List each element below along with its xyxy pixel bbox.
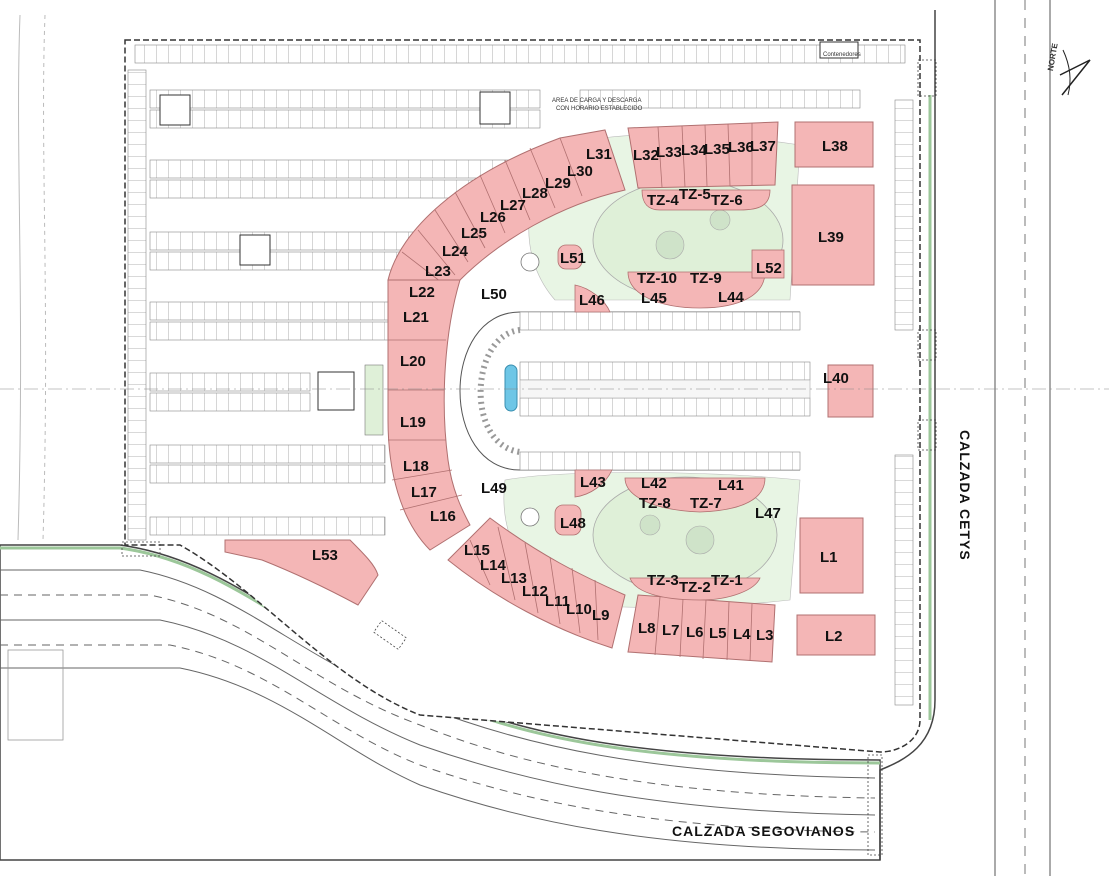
kiosk-label: TZ-4 [647, 192, 679, 209]
central-parking-loop [459, 311, 811, 471]
kiosk-label: TZ-7 [690, 495, 722, 512]
unit-label: L34 [681, 142, 708, 159]
east-road [879, 0, 1051, 876]
kiosk-label: TZ-2 [679, 579, 711, 596]
anchor-units [224, 121, 876, 656]
containers-label: Contenedores [823, 52, 861, 58]
unit-label: L19 [400, 414, 426, 431]
parking-west [127, 41, 914, 706]
kiosk-label: L46 [579, 292, 605, 309]
loading-area-sublabel: CON HORARIO ESTABLECIDO [556, 106, 643, 112]
unit-label: L2 [825, 628, 843, 645]
unit-label: L13 [501, 570, 527, 587]
kiosk-label: TZ-1 [711, 572, 743, 589]
unit-label: L31 [586, 146, 612, 163]
kiosk-label: TZ-5 [679, 186, 711, 203]
unit-label: L12 [522, 583, 548, 600]
unit-label: L9 [592, 607, 610, 624]
kiosk-label: L51 [560, 250, 586, 267]
unit-label: L37 [750, 138, 776, 155]
retail-south-arc [447, 517, 626, 649]
unit-label: L20 [400, 353, 426, 370]
unit-label: L21 [403, 309, 429, 326]
unit-label: L18 [403, 458, 429, 475]
kiosk-label: L45 [641, 290, 667, 307]
retail-top-row [627, 121, 779, 189]
unit-label: L23 [425, 263, 451, 280]
plaza-kiosks [554, 189, 785, 601]
unit-label: L35 [704, 141, 730, 158]
north-label: NORTE [1046, 42, 1060, 72]
street-calzada-cetys: CALZADA CETYS [957, 430, 973, 561]
unit-label: L39 [818, 229, 844, 246]
kiosk-label: L44 [718, 289, 745, 306]
unit-label: L14 [480, 557, 507, 574]
unit-label: L7 [662, 622, 680, 639]
kiosk-label: L49 [481, 480, 507, 497]
unit-label: L28 [522, 185, 548, 202]
unit-label: L16 [430, 508, 456, 525]
unit-label: L5 [709, 625, 727, 642]
unit-label: L38 [822, 138, 848, 155]
unit-label: L26 [480, 209, 506, 226]
kiosk-label: L50 [481, 286, 507, 303]
retail-bottom-row [627, 594, 776, 663]
west-strip [7, 14, 64, 741]
street-calzada-segovianos: CALZADA SEGOVIANOS [672, 823, 855, 839]
unit-label: L22 [409, 284, 435, 301]
unit-label: L33 [656, 144, 682, 161]
kiosk-label: TZ-6 [711, 192, 743, 209]
retail-west [387, 279, 471, 551]
unit-label: L4 [733, 626, 751, 643]
unit-label: L40 [823, 370, 849, 387]
unit-label: L1 [820, 549, 838, 566]
kiosk-label: TZ-10 [637, 270, 677, 287]
unit-label: L27 [500, 197, 526, 214]
unit-label: L30 [567, 163, 593, 180]
crosswalks [121, 59, 937, 856]
kiosk-label: TZ-3 [647, 572, 679, 589]
unit-label: L8 [638, 620, 656, 637]
unit-label: L6 [686, 624, 704, 641]
kiosk-label: L41 [718, 477, 744, 494]
kiosk-label: L43 [580, 474, 606, 491]
unit-labels: L31 L30 L29 L28 L27 L26 L25 L24 L23 L22 … [312, 138, 849, 645]
kiosk-label: TZ-8 [639, 495, 671, 512]
loading-area-label: AREA DE CARGA Y DESCARGA [552, 98, 641, 104]
unit-label: L53 [312, 547, 338, 564]
unit-label: L24 [442, 243, 469, 260]
unit-label: L36 [728, 139, 754, 156]
kiosk-label: L47 [755, 505, 781, 522]
unit-label: L25 [461, 225, 487, 242]
kiosk-label: TZ-9 [690, 270, 722, 287]
kiosk-label: L52 [756, 260, 782, 277]
retail-north-arc [387, 129, 626, 286]
north-arrow-icon: NORTE [1046, 42, 1091, 96]
unit-label: L17 [411, 484, 437, 501]
unit-label: L15 [464, 542, 490, 559]
unit-label: L11 [545, 593, 570, 610]
unit-label: L10 [566, 601, 592, 618]
unit-label: L3 [756, 627, 774, 644]
kiosk-label: L48 [560, 515, 586, 532]
unit-label: L32 [633, 147, 659, 164]
kiosk-label: L42 [641, 475, 667, 492]
unit-label: L29 [545, 175, 571, 192]
